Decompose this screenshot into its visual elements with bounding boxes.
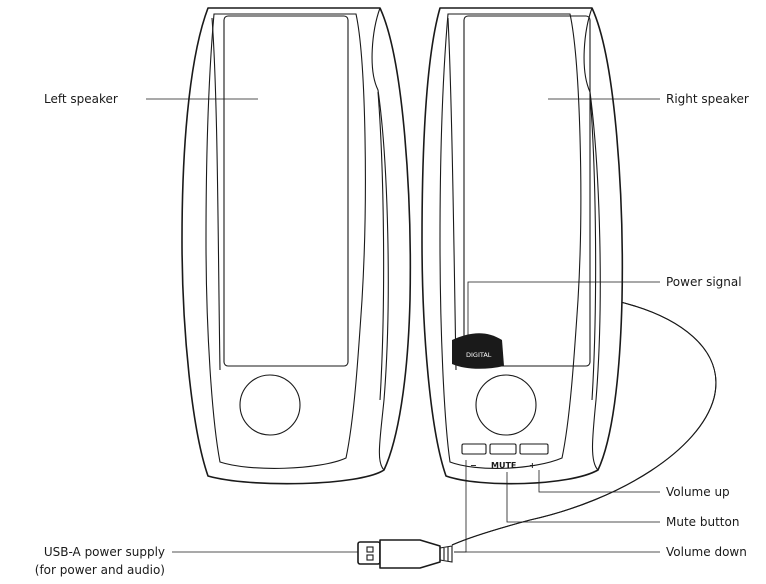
leader-volume-up (538, 470, 660, 493)
leader-power-signal (467, 281, 660, 343)
leader-mute-button (506, 472, 660, 523)
label-volume-up: Volume up (666, 485, 730, 499)
left-speaker (181, 7, 412, 485)
left-speaker-screen (223, 15, 349, 367)
label-volume-down: Volume down (666, 545, 747, 559)
label-mute-button: Mute button (666, 515, 739, 529)
volume-up-button[interactable] (519, 443, 549, 455)
usb-a-plug (357, 539, 453, 569)
mute-button[interactable] (489, 443, 517, 455)
left-speaker-driver (239, 374, 301, 436)
power-signal-badge (452, 333, 504, 369)
label-power-signal: Power signal (666, 275, 742, 289)
label-right-speaker: Right speaker (666, 92, 749, 106)
plus-marking: + (529, 461, 536, 470)
label-usb-line2: (for power and audio) (35, 563, 165, 577)
right-speaker-screen (463, 15, 591, 367)
right-speaker: DIGITAL − MUTE + (421, 7, 624, 485)
minus-marking: − (470, 461, 477, 470)
volume-down-button[interactable] (461, 443, 487, 455)
digital-badge-text: DIGITAL (466, 351, 492, 359)
label-left-speaker: Left speaker (44, 92, 118, 106)
right-speaker-driver (475, 374, 537, 436)
mute-marking: MUTE (491, 461, 516, 470)
label-usb-line1: USB-A power supply (44, 545, 165, 559)
